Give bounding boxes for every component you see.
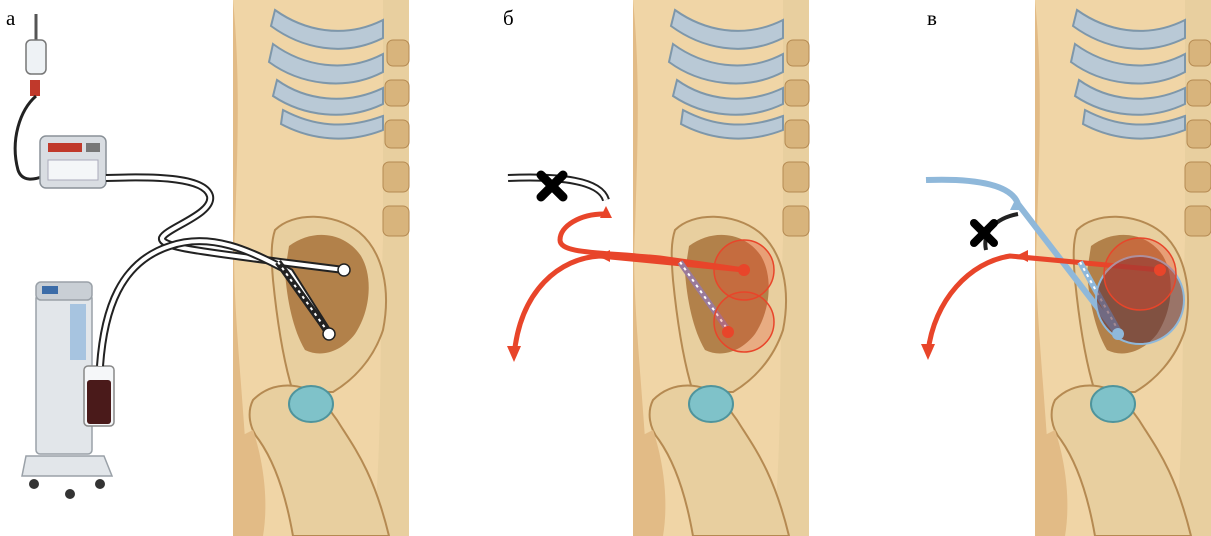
- panel-c: [921, 0, 1211, 536]
- panel-b: [507, 0, 809, 536]
- irrigation-zone-lower: [714, 292, 774, 352]
- panel-a: [15, 0, 409, 536]
- irrigation-zone-upper-c: [1104, 238, 1176, 310]
- infusion-pump-icon: [40, 136, 106, 188]
- suction-unit-icon: [22, 282, 114, 499]
- catheter-tip-lower: [323, 328, 335, 340]
- catheter-tip-upper: [338, 264, 350, 276]
- flow-arrow-out: [507, 346, 521, 362]
